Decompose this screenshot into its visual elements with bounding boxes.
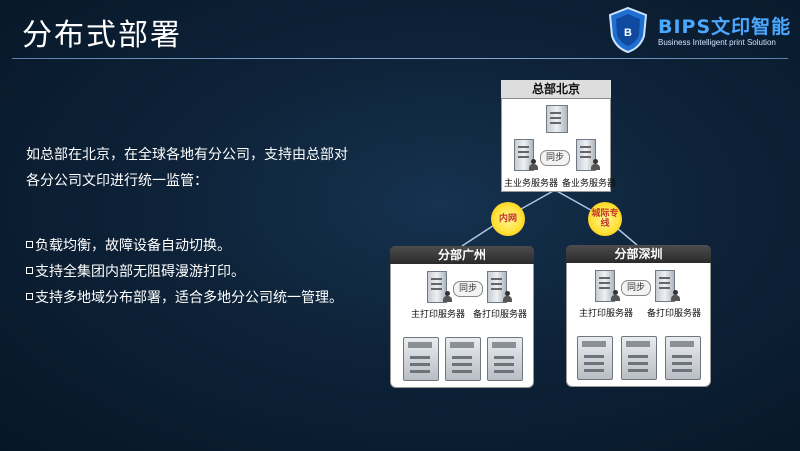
printer-icon bbox=[445, 337, 481, 381]
hq-database-server-icon bbox=[546, 105, 568, 133]
admin-person-icon bbox=[611, 290, 620, 301]
admin-person-icon bbox=[529, 159, 538, 170]
printer-icon bbox=[577, 336, 613, 380]
printer-icon bbox=[403, 337, 439, 381]
backup-print-label: 备打印服务器 bbox=[473, 310, 528, 320]
primary-print-server-icon bbox=[595, 270, 615, 302]
svg-text:B: B bbox=[624, 27, 632, 39]
logo-subtitle: Business Intelligent print Solution bbox=[658, 38, 776, 47]
branch-guangzhou-box: 分部广州 同步 主打印服务器 备打印服务器 bbox=[390, 246, 534, 388]
feature-item: 负载均衡，故障设备自动切换。 bbox=[26, 233, 366, 259]
feature-item: 支持多地域分布部署，适合多地分公司统一管理。 bbox=[26, 285, 366, 311]
printer-icon bbox=[665, 336, 701, 380]
primary-print-label: 主打印服务器 bbox=[411, 310, 466, 320]
admin-person-icon bbox=[503, 291, 512, 302]
logo-text: BIPS文印智能 bbox=[658, 16, 792, 38]
square-bullet-icon bbox=[26, 267, 33, 274]
feature-text: 支持全集团内部无阻碍漫游打印。 bbox=[35, 264, 245, 280]
sync-arrow: 同步 bbox=[621, 280, 651, 296]
feature-list: 负载均衡，故障设备自动切换。 支持全集团内部无阻碍漫游打印。 支持多地域分布部署… bbox=[26, 233, 366, 311]
hq-primary-label: 主业务服务器 bbox=[504, 179, 559, 189]
backup-print-server-icon bbox=[655, 270, 675, 302]
intranet-burst: 内网 bbox=[491, 202, 525, 236]
leased-line-burst: 城际专线 bbox=[588, 202, 622, 236]
hq-title: 总部北京 bbox=[501, 80, 611, 99]
primary-print-server-icon bbox=[427, 271, 447, 303]
printer-icon bbox=[487, 337, 523, 381]
hq-backup-label: 备业务服务器 bbox=[562, 179, 617, 189]
admin-person-icon bbox=[443, 291, 452, 302]
hq-backup-server-icon bbox=[576, 139, 596, 171]
square-bullet-icon bbox=[26, 241, 33, 248]
feature-item: 支持全集团内部无阻碍漫游打印。 bbox=[26, 259, 366, 285]
backup-print-label: 备打印服务器 bbox=[647, 309, 702, 319]
primary-print-label: 主打印服务器 bbox=[579, 309, 634, 319]
square-bullet-icon bbox=[26, 293, 33, 300]
branch-shenzhen-box: 分部深圳 同步 主打印服务器 备打印服务器 bbox=[566, 245, 711, 387]
shield-logo-icon: B bbox=[608, 6, 648, 54]
admin-person-icon bbox=[671, 290, 680, 301]
backup-print-server-icon bbox=[487, 271, 507, 303]
feature-text: 支持多地域分布部署，适合多地分公司统一管理。 bbox=[35, 290, 343, 306]
hq-box: 总部北京 同步 主业务服务器 备业务服务器 bbox=[501, 80, 616, 192]
admin-person-icon bbox=[591, 159, 600, 170]
page-title: 分布式部署 bbox=[22, 18, 182, 53]
branch-title: 分部广州 bbox=[390, 246, 534, 264]
printer-icon bbox=[621, 336, 657, 380]
hq-sync-arrow: 同步 bbox=[540, 150, 570, 166]
sync-arrow: 同步 bbox=[453, 281, 483, 297]
branch-title: 分部深圳 bbox=[566, 245, 711, 263]
company-logo: B BIPS文印智能 Business Intelligent print So… bbox=[606, 6, 796, 54]
header-divider bbox=[12, 58, 788, 59]
intro-text: 如总部在北京，在全球各地有分公司，支持由总部对各分公司文印进行统一监管： bbox=[26, 147, 348, 189]
feature-text: 负载均衡，故障设备自动切换。 bbox=[35, 238, 231, 254]
hq-primary-server-icon bbox=[514, 139, 534, 171]
